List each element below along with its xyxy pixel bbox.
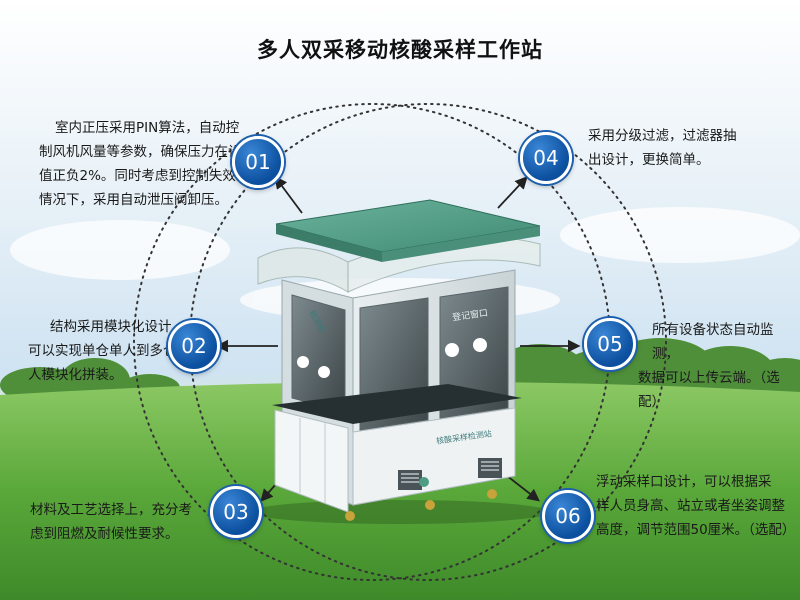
badge-05: 05 bbox=[584, 318, 636, 370]
feature-02-line-1: 结构采用模块化设计， bbox=[50, 319, 185, 335]
feature-06-line-1: 浮动采样口设计，可以根据采 bbox=[596, 474, 772, 490]
feature-04-text: 采用分级过滤，过滤器抽 出设计，更换简单。 bbox=[588, 124, 788, 172]
feature-02-line-3: 人模块化拼装。 bbox=[28, 367, 123, 383]
badge-03: 03 bbox=[210, 486, 262, 538]
feature-03-line-2: 虑到阻燃及耐候性要求。 bbox=[30, 526, 179, 542]
booth bbox=[250, 199, 550, 524]
badge-06: 06 bbox=[542, 490, 594, 542]
feature-06-line-3: 高度，调节范围50厘米。（选配） bbox=[596, 522, 796, 538]
feature-04-line-1: 采用分级过滤，过滤器抽 bbox=[588, 128, 737, 144]
feature-02-text: 结构采用模块化设计， 可以实现单仓单人到多仓多 人模块化拼装。 bbox=[28, 315, 230, 387]
feature-01-line-2: 制风机风量等参数，确保压力在设定 bbox=[39, 144, 255, 160]
feature-06-line-2: 样人员身高、站立或者坐姿调整 bbox=[596, 498, 785, 514]
feature-05-line-1: 所有设备状态自动监测， bbox=[652, 322, 774, 362]
feature-01-line-4: 情况下，采用自动泄压阀卸压。 bbox=[39, 192, 228, 208]
feature-02-line-2: 可以实现单仓单人到多仓多 bbox=[28, 343, 190, 359]
feature-01-line-1: 室内正压采用PIN算法，自动控 bbox=[55, 120, 240, 136]
feature-01-text: 室内正压采用PIN算法，自动控 制风机风量等参数，确保压力在设定 值正负2%。同… bbox=[39, 116, 255, 212]
feature-01-line-3: 值正负2%。同时考虑到控制失效的 bbox=[39, 168, 250, 184]
feature-03-text: 材料及工艺选择上，充分考 虑到阻燃及耐候性要求。 bbox=[30, 498, 220, 546]
page-title: 多人双采移动核酸采样工作站 bbox=[257, 38, 543, 62]
feature-06-text: 浮动采样口设计，可以根据采 样人员身高、站立或者坐姿调整 高度，调节范围50厘米… bbox=[596, 470, 798, 542]
feature-05-text: 所有设备状态自动监测， 数据可以上传云端。（选配） bbox=[638, 318, 798, 414]
feature-04-line-2: 出设计，更换简单。 bbox=[588, 152, 710, 168]
badge-04: 04 bbox=[520, 132, 572, 184]
feature-05-line-2: 数据可以上传云端。（选配） bbox=[638, 370, 780, 410]
feature-03-line-1: 材料及工艺选择上，充分考 bbox=[30, 502, 192, 518]
badge-01: 01 bbox=[232, 136, 284, 188]
badge-02: 02 bbox=[168, 320, 220, 372]
